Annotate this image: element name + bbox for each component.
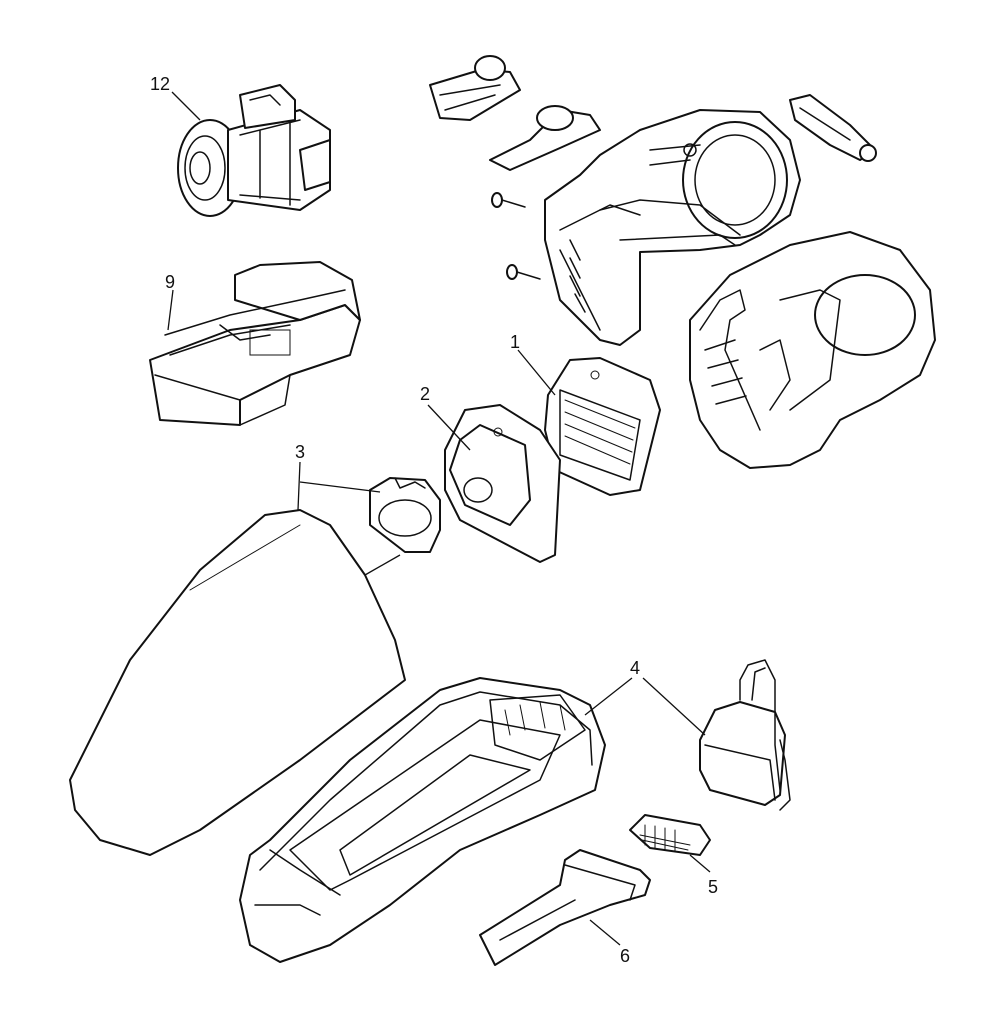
part-12-motor-assembly: [177, 84, 331, 217]
callout-5: 5: [708, 877, 718, 897]
callout-2: 2: [420, 384, 430, 404]
part-5-brush-tool: [629, 814, 711, 856]
part-9-battery-pack: [149, 261, 361, 426]
part-4-charger-adapter: [699, 659, 791, 811]
part-1-exhaust-grille: [544, 357, 661, 496]
part-3-dust-bowl: [69, 509, 406, 856]
callout-9: 9: [165, 272, 175, 292]
leader-lines: [167, 91, 711, 946]
latch-button-part: [429, 55, 521, 121]
part-6-crevice-tool: [479, 849, 651, 966]
callout-6: 6: [620, 946, 630, 966]
charging-base: [239, 677, 606, 963]
part-2-filter: [444, 404, 561, 563]
switch-slider-part: [489, 105, 601, 171]
screw-lower: [506, 264, 541, 280]
front-housing-cover: [689, 231, 936, 469]
callout-3: 3: [295, 442, 305, 462]
part-3-filter-ring: [369, 477, 441, 553]
handle-clip-part: [789, 94, 877, 162]
main-housing-frame: [544, 109, 801, 346]
callout-12: 12: [150, 74, 170, 94]
callout-1: 1: [510, 332, 520, 352]
callout-4: 4: [630, 658, 640, 678]
screw-upper: [491, 192, 526, 208]
